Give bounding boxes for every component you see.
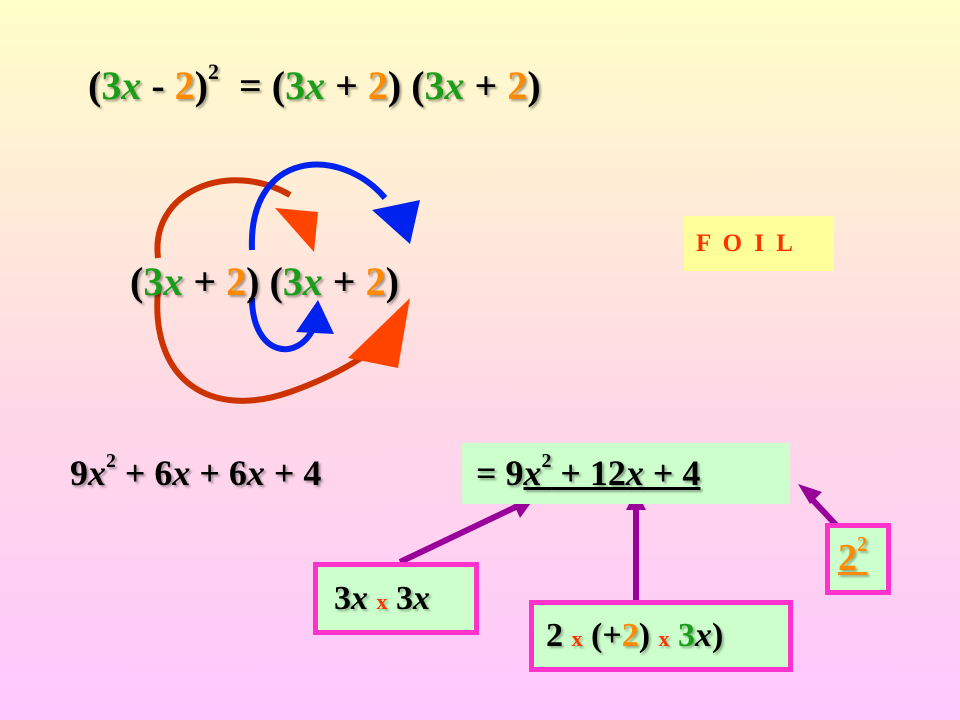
- binomial-product: (3x + 2) (3x + 2): [130, 259, 399, 304]
- outer-blue-arrowhead-icon: [372, 200, 420, 244]
- first-arrow-icon: [154, 177, 292, 259]
- first-terms-box: 3x x 3x: [313, 562, 479, 635]
- result-box: [462, 443, 790, 504]
- pointer-arrow-first-icon: [398, 502, 522, 565]
- result-equation: = 9x2 + 12x + 4: [476, 450, 701, 493]
- first-arrowhead-icon: [275, 208, 318, 252]
- pointer-arrowhead-last-icon: [798, 484, 822, 504]
- last-terms-box: 22: [825, 523, 891, 595]
- middle-terms-box: 2 x (+2) x 3x): [529, 600, 793, 672]
- outer-arrowhead-icon: [348, 298, 410, 368]
- foil-label: F O I L: [684, 216, 834, 271]
- outer-blue-arrow-icon: [248, 161, 388, 251]
- inner-blue-arrow-icon: [249, 297, 318, 353]
- inner-blue-arrowhead-icon: [296, 300, 334, 334]
- outer-arrow-icon: [154, 289, 382, 404]
- expanded-terms: 9x2 + 6x + 6x + 4: [70, 450, 322, 493]
- equation-expansion: (3x - 2)2 = (3x + 2) (3x + 2): [88, 59, 541, 108]
